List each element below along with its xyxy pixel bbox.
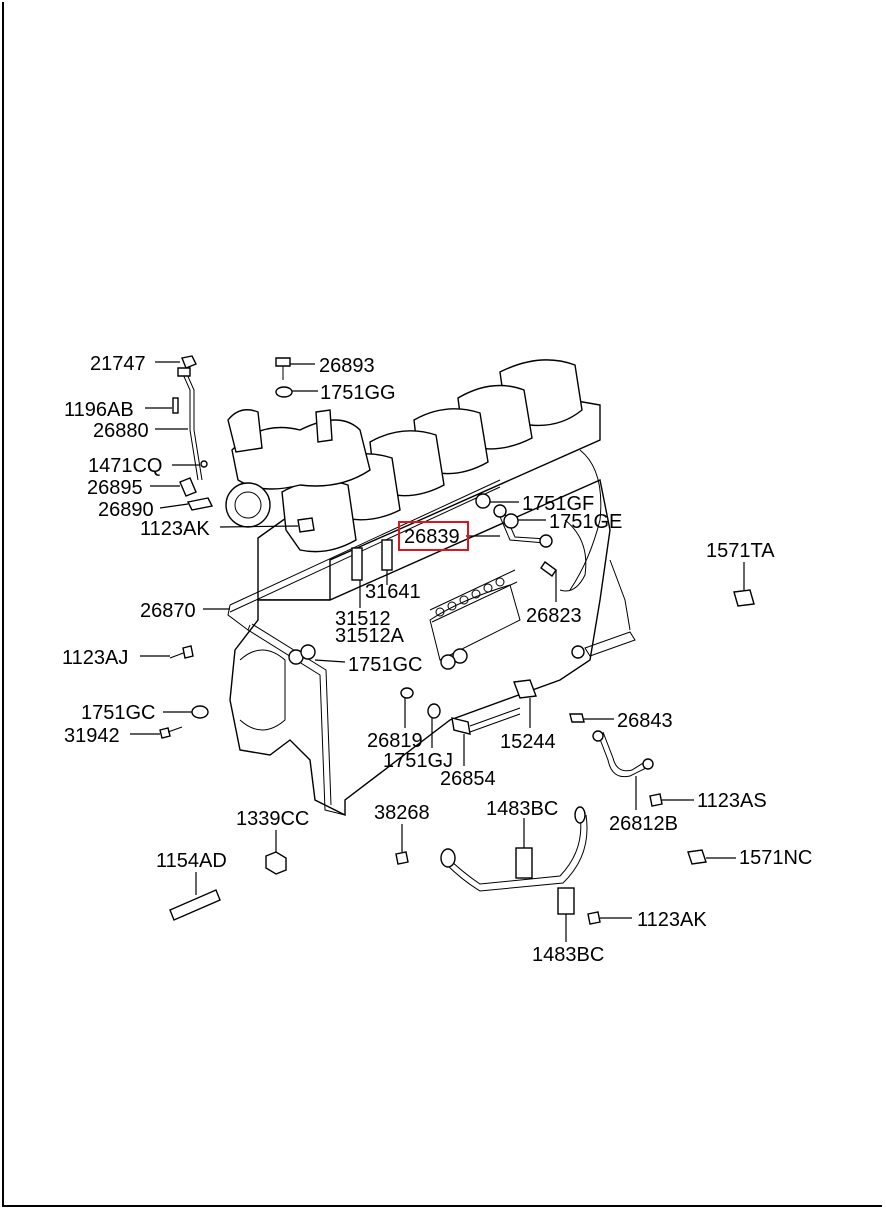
switch-15244-part: [513, 679, 537, 699]
label-1751GG[interactable]: 1751GG: [320, 382, 396, 404]
label-1123AJ[interactable]: 1123AJ: [62, 647, 128, 669]
engine-block-drawing: [225, 359, 636, 817]
label-1154AD[interactable]: 1154AD: [156, 850, 227, 872]
part-26895: [179, 477, 197, 497]
label-31641[interactable]: 31641: [365, 581, 421, 603]
label-26890[interactable]: 26890: [98, 499, 154, 521]
part-labels: 21747 26893 1751GG 1196AB 26880 1471CQ 2…: [62, 353, 812, 966]
label-26819[interactable]: 26819: [367, 730, 423, 752]
label-1751GC-b[interactable]: 1751GC: [81, 702, 156, 724]
label-26870[interactable]: 26870: [140, 600, 196, 622]
label-26854[interactable]: 26854: [440, 768, 496, 790]
label-1123AS[interactable]: 1123AS: [697, 790, 767, 812]
label-26812B[interactable]: 26812B: [609, 813, 678, 835]
clamp-1483BC-top-part: [515, 847, 533, 879]
washer-1751GJ-part: [427, 703, 441, 719]
bolt-26893-part: [275, 357, 291, 367]
label-1471CQ[interactable]: 1471CQ: [88, 455, 163, 477]
label-31512A[interactable]: 31512A: [335, 625, 405, 647]
label-26895[interactable]: 26895: [87, 477, 143, 499]
label-26880[interactable]: 26880: [93, 420, 149, 442]
part-1471CQ: [200, 460, 208, 468]
label-1571TA[interactable]: 1571TA: [706, 540, 775, 562]
harness-1483BC-part: [445, 814, 582, 885]
label-31512[interactable]: 31512: [335, 608, 391, 630]
label-1123AK-bottom[interactable]: 1123AK: [637, 909, 707, 931]
washer-1751GG-part: [275, 386, 293, 398]
label-31942[interactable]: 31942: [64, 725, 120, 747]
label-26893[interactable]: 26893: [319, 355, 375, 377]
label-38268[interactable]: 38268: [374, 802, 430, 824]
dipstick-26880-part: [181, 371, 199, 481]
bolt-1571NC-part: [687, 849, 707, 865]
label-26843[interactable]: 26843: [617, 710, 673, 732]
gasket-26890-part: [186, 497, 214, 511]
part-38268: [395, 851, 409, 865]
leader-lines: [130, 361, 745, 942]
label-1571NC[interactable]: 1571NC: [739, 847, 812, 869]
highlight-box-26839: [398, 521, 469, 551]
label-1339CC[interactable]: 1339CC: [236, 808, 309, 830]
cap-21747-part: [181, 355, 197, 369]
sensor-26854-part: [451, 717, 471, 735]
bolt-1123AS-part: [649, 793, 663, 807]
label-1751GF[interactable]: 1751GF: [522, 493, 594, 515]
nut-1339CC-part: [265, 851, 287, 875]
bolt-1123AK-top-part: [297, 517, 315, 533]
label-1123AK-top[interactable]: 1123AK: [140, 518, 210, 540]
label-1196AB[interactable]: 1196AB: [64, 399, 134, 421]
label-26823[interactable]: 26823: [526, 605, 582, 627]
part-26843: [569, 713, 585, 723]
label-1483BC-top[interactable]: 1483BC: [486, 798, 558, 820]
bolt-31942-part: [159, 727, 171, 739]
label-26839[interactable]: 26839: [404, 526, 460, 548]
washer-26819-part: [400, 687, 414, 699]
hose-26812B-part: [597, 733, 651, 778]
label-1751GC-a[interactable]: 1751GC: [348, 654, 423, 676]
label-1751GE[interactable]: 1751GE: [549, 511, 622, 533]
stud-1154AD-part: [169, 889, 221, 921]
label-21747[interactable]: 21747: [90, 353, 146, 375]
plug-1571TA-part: [733, 589, 755, 607]
clip-1196AB-part: [172, 397, 179, 414]
clamp-1483BC-bottom-part: [557, 887, 575, 915]
bolt-1123AK-bottom-part: [587, 911, 601, 925]
label-1751GJ[interactable]: 1751GJ: [383, 750, 453, 772]
label-1483BC-bottom[interactable]: 1483BC: [532, 944, 604, 966]
label-15244[interactable]: 15244: [500, 731, 556, 753]
washer-1751GC-lower-part: [191, 705, 209, 719]
